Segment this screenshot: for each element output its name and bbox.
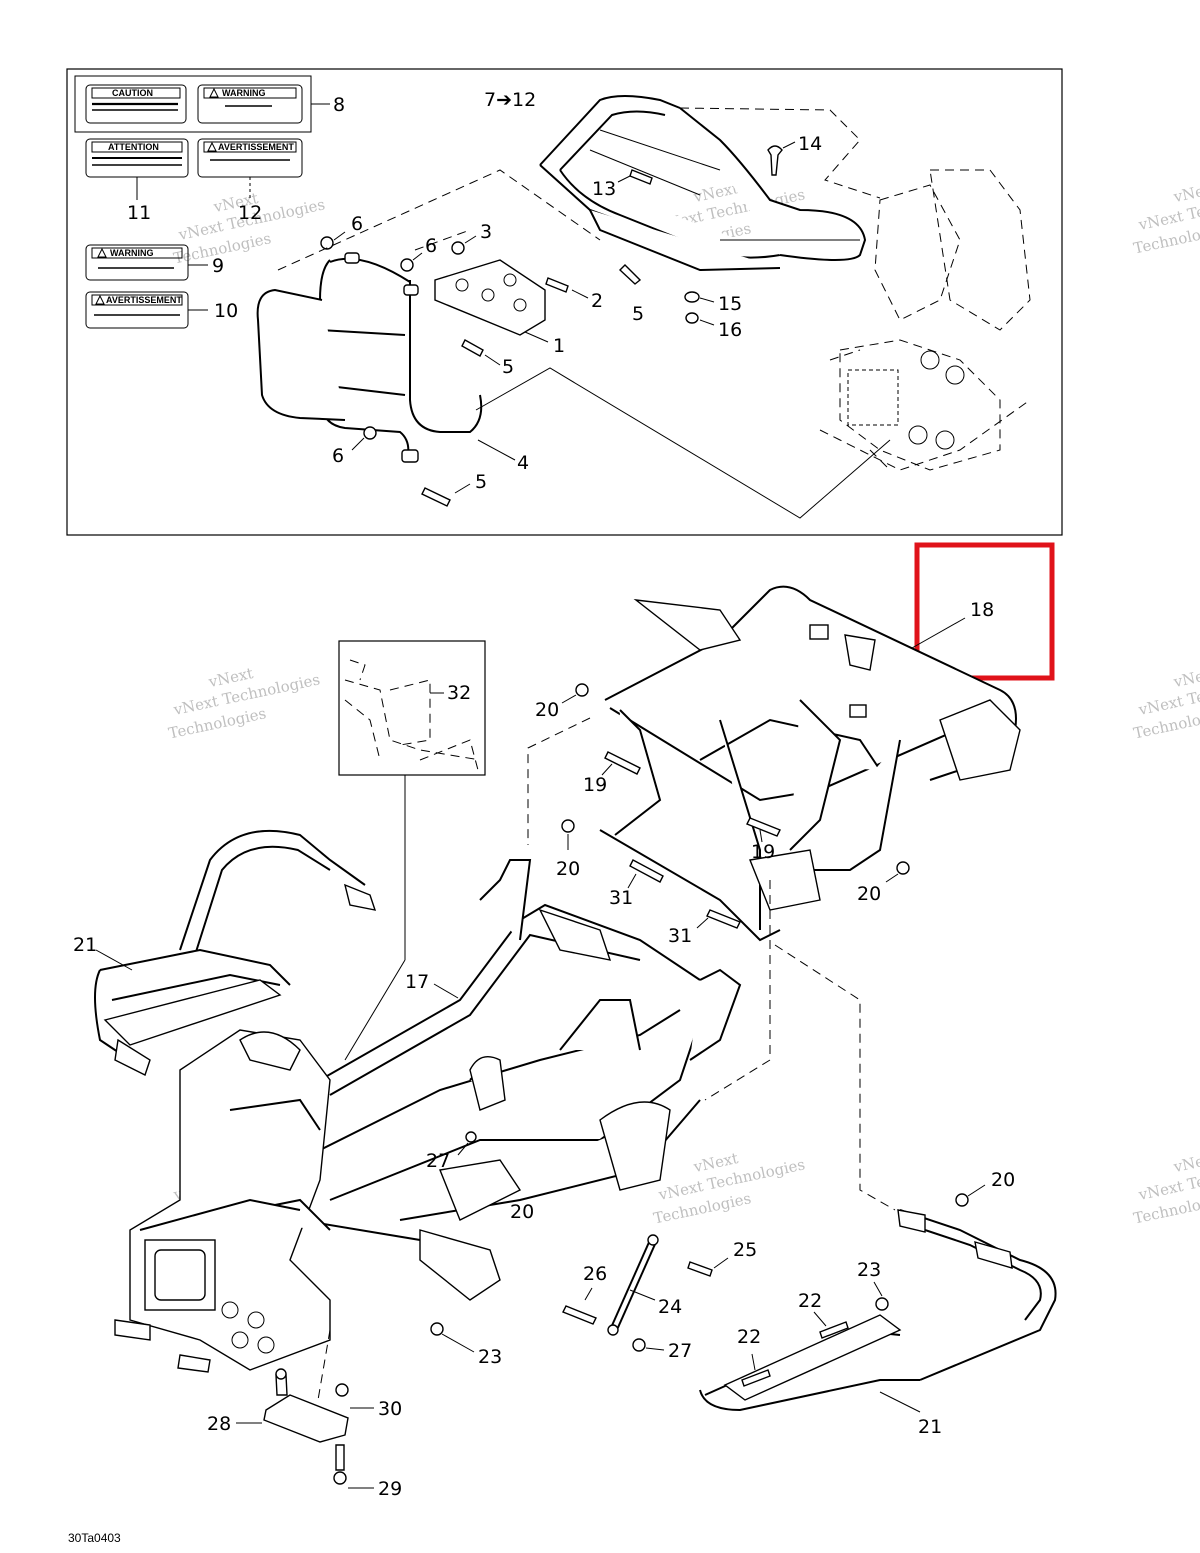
fasteners-lower: 27 20 25 26 27 23 20 23 22 22 bbox=[426, 1131, 1015, 1387]
callout-1: 1 bbox=[553, 335, 565, 357]
label-avertissement-10: AVERTISSEMENT bbox=[85, 291, 189, 329]
callout-6b: 6 bbox=[425, 235, 437, 257]
fasteners-top: 6 6 3 2 5 6 5 bbox=[320, 213, 603, 507]
label-attention-11: ATTENTION bbox=[85, 138, 189, 178]
callout-20b: 20 bbox=[556, 858, 580, 880]
winch-plate-1 bbox=[434, 259, 546, 336]
figure-code: 30Ta0403 bbox=[68, 1531, 121, 1545]
watermark: vNext vNext Technologies Technologies bbox=[1132, 179, 1200, 257]
callout-8: 8 bbox=[333, 94, 345, 116]
callout-3: 3 bbox=[480, 221, 492, 243]
callout-7-12: 7➔12 bbox=[484, 89, 536, 111]
callout-27b: 27 bbox=[668, 1340, 692, 1362]
callout-21b: 21 bbox=[918, 1416, 942, 1438]
callout-9: 9 bbox=[212, 255, 224, 277]
svg-text:vNext: vNext bbox=[1171, 664, 1200, 691]
warning-label: WARNING bbox=[222, 88, 266, 98]
callout-20e: 20 bbox=[991, 1169, 1015, 1191]
callout-17: 17 bbox=[405, 971, 429, 993]
fasteners-rear: 20 19 19 20 31 20 31 bbox=[535, 683, 910, 947]
label-warning-9: WARNING bbox=[85, 244, 189, 281]
skid-bracket-28 bbox=[263, 1368, 349, 1485]
callout-14: 14 bbox=[798, 133, 822, 155]
svg-text:vNext: vNext bbox=[1171, 179, 1200, 206]
callout-18: 18 bbox=[970, 599, 994, 621]
callout-29: 29 bbox=[378, 1478, 402, 1500]
callout-15: 15 bbox=[718, 293, 742, 315]
callout-5c: 5 bbox=[632, 303, 644, 325]
main-frame-17 bbox=[289, 859, 742, 1301]
watermark: vNext vNext Technologies Technologies bbox=[652, 1149, 807, 1227]
svg-text:vNext: vNext bbox=[1171, 1149, 1200, 1176]
callout-6a: 6 bbox=[351, 213, 363, 235]
svg-text:AVERTISSEMENT: AVERTISSEMENT bbox=[218, 142, 294, 152]
callout-30: 30 bbox=[378, 1398, 402, 1420]
callout-5a: 5 bbox=[502, 356, 514, 378]
label-set-8: CAUTION WARNING bbox=[74, 75, 312, 133]
callout-2: 2 bbox=[591, 290, 603, 312]
callout-19b: 19 bbox=[751, 841, 775, 863]
watermark: vNext vNext Technologies Technologies bbox=[1132, 664, 1200, 742]
callout-16: 16 bbox=[718, 319, 742, 341]
callout-25: 25 bbox=[733, 1239, 757, 1261]
callout-31b: 31 bbox=[668, 925, 692, 947]
callout-10: 10 bbox=[214, 300, 238, 322]
callout-21a: 21 bbox=[73, 934, 97, 956]
detail-inset-32: 32 bbox=[338, 640, 486, 776]
callout-22a: 22 bbox=[798, 1290, 822, 1312]
callout-28: 28 bbox=[207, 1413, 231, 1435]
callout-23a: 23 bbox=[478, 1346, 502, 1368]
callout-20c: 20 bbox=[857, 883, 881, 905]
watermark: vNext vNext Technologies Technologies bbox=[167, 664, 322, 742]
svg-text:AVERTISSEMENT: AVERTISSEMENT bbox=[106, 295, 182, 305]
label-avertissement-12: AVERTISSEMENT bbox=[197, 138, 303, 178]
callout-26: 26 bbox=[583, 1263, 607, 1285]
callout-13: 13 bbox=[592, 178, 616, 200]
front-chassis-detail bbox=[819, 169, 1031, 471]
svg-text:WARNING: WARNING bbox=[110, 248, 154, 258]
callout-20d: 20 bbox=[510, 1201, 534, 1223]
callout-12: 12 bbox=[238, 202, 262, 224]
callout-6c: 6 bbox=[332, 445, 344, 467]
rear-subframe-18 bbox=[599, 585, 1021, 942]
svg-text:ATTENTION: ATTENTION bbox=[108, 142, 159, 152]
front-nose-section bbox=[114, 1029, 331, 1373]
callout-4: 4 bbox=[517, 452, 529, 474]
front-bumper-21 bbox=[94, 829, 377, 1076]
callout-32: 32 bbox=[447, 682, 471, 704]
rear-rack-7-12 bbox=[539, 95, 867, 272]
watermark: vNext vNext Technologies Technologies bbox=[1132, 1149, 1200, 1227]
callout-31a: 31 bbox=[609, 887, 633, 909]
callout-23b: 23 bbox=[857, 1259, 881, 1281]
fasteners-rack: 13 14 5 15 16 bbox=[592, 133, 822, 341]
accessory-panel-frame bbox=[66, 68, 1063, 536]
callout-11: 11 bbox=[127, 202, 151, 224]
rear-bumper-21 bbox=[699, 1209, 1057, 1412]
caution-label: CAUTION bbox=[112, 88, 153, 98]
callout-24: 24 bbox=[658, 1296, 682, 1318]
callout-22b: 22 bbox=[737, 1326, 761, 1348]
callout-19a: 19 bbox=[583, 774, 607, 796]
front-bumper-4 bbox=[256, 252, 483, 463]
link-rod-24 bbox=[607, 1234, 659, 1336]
highlight-box bbox=[914, 542, 1055, 681]
callout-27a: 27 bbox=[426, 1150, 450, 1172]
callout-20a: 20 bbox=[535, 699, 559, 721]
callout-5b: 5 bbox=[475, 471, 487, 493]
